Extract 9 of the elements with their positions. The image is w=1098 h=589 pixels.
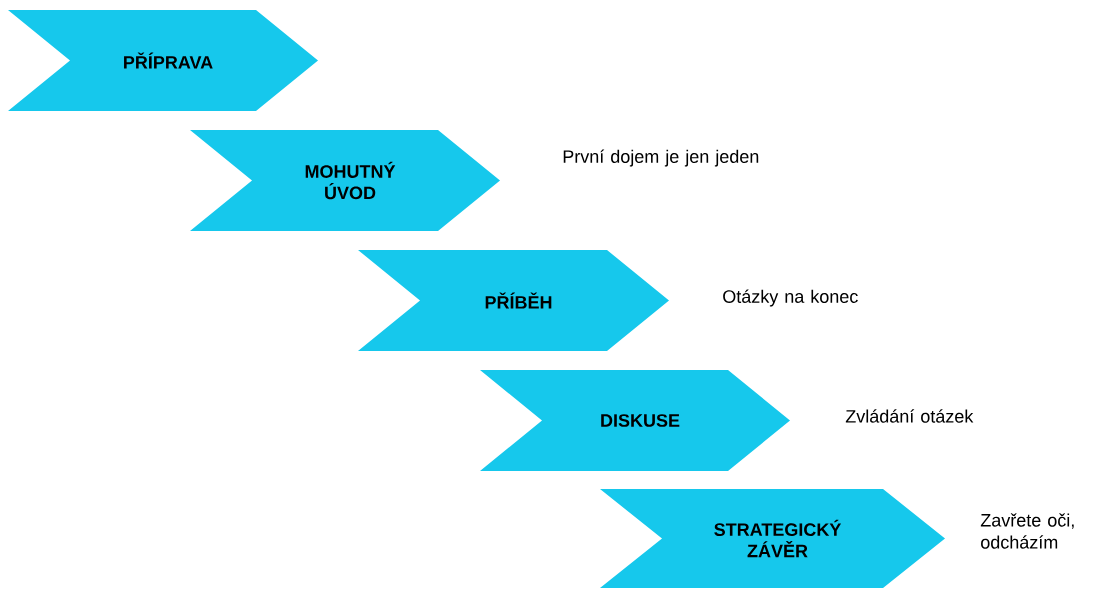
step-box: STRATEGICKÝ ZÁVĚR [600, 489, 945, 588]
step-box: PŘÍBĚH [358, 250, 669, 351]
side-note: První dojem je jen jeden [563, 149, 759, 167]
step-box: DISKUSE [480, 370, 790, 471]
step-box: MOHUTNÝ ÚVOD [190, 130, 500, 231]
side-note: Otázky na konec [723, 289, 858, 307]
step-box: PŘÍPRAVA [8, 10, 318, 111]
side-note: Zavřete oči, odcházím [980, 513, 1074, 549]
side-note: Zvládání otázek [845, 409, 974, 423]
